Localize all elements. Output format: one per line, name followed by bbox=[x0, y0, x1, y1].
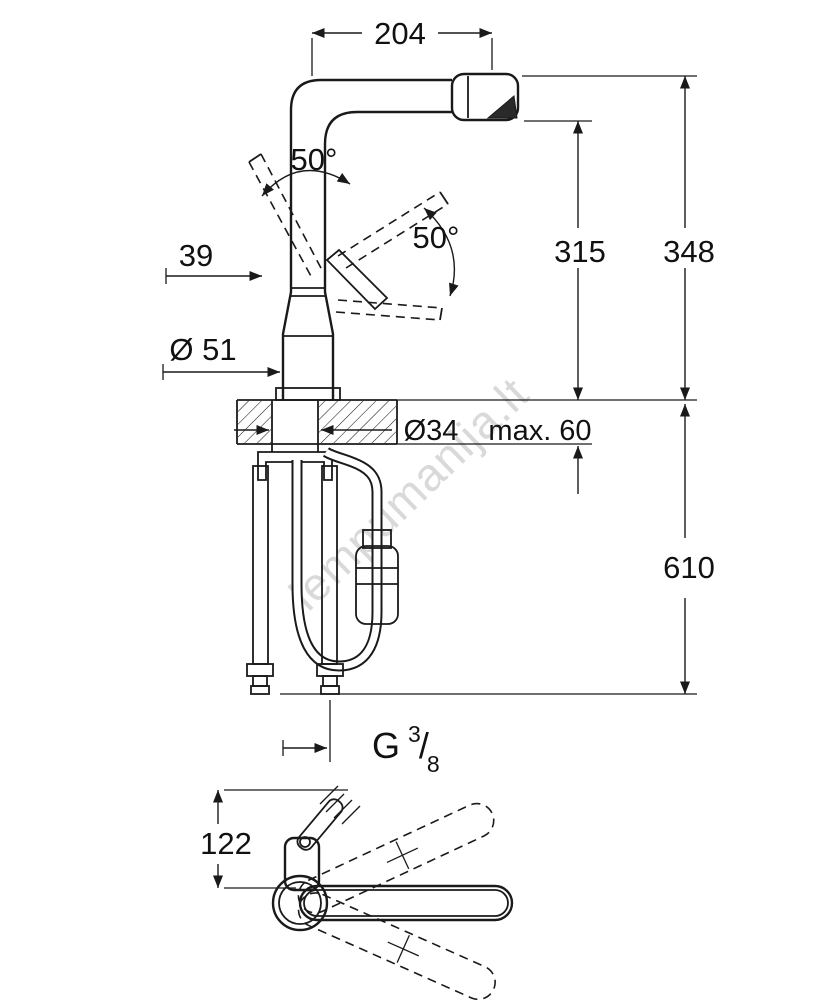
supply-connector-left bbox=[246, 663, 274, 695]
hose-assembly bbox=[246, 447, 399, 695]
angle-left-label: 50° bbox=[291, 142, 338, 177]
spray-nozzle bbox=[486, 95, 518, 119]
handle-lever-dashed-up-right bbox=[337, 191, 449, 269]
supply-hose-left bbox=[252, 465, 269, 665]
spray-head bbox=[450, 72, 520, 122]
dimension-labels: 204 50° 50° 39 315 348 Ø 51 Ø34 max. 60 … bbox=[169, 16, 714, 861]
base-flange bbox=[275, 387, 341, 401]
base-circle-outer bbox=[271, 874, 329, 932]
max-60-label: max. 60 bbox=[488, 415, 591, 447]
extension-lines bbox=[162, 38, 697, 889]
spout-dashed-down bbox=[297, 892, 496, 1000]
deck-hatch-left bbox=[238, 401, 271, 443]
handle-pivot-top-view bbox=[299, 836, 311, 848]
angle-arc-left bbox=[261, 169, 351, 197]
spout-dashed-up bbox=[297, 802, 495, 914]
deck-hatch-right bbox=[319, 401, 396, 443]
lever-sketch-marks bbox=[319, 785, 361, 825]
dim-204-label: 204 bbox=[374, 16, 426, 51]
countertop-section bbox=[236, 399, 398, 481]
dimension-lines bbox=[163, 28, 690, 888]
faucet-side-view bbox=[248, 72, 520, 401]
mounting-nut bbox=[257, 451, 333, 481]
angle-arc-right bbox=[423, 207, 459, 297]
handle-lever-top-view bbox=[296, 798, 344, 851]
handle-lever-dashed-down-right bbox=[335, 299, 443, 321]
base-circle-inner bbox=[278, 881, 322, 925]
handle-lever-solid bbox=[325, 248, 389, 311]
spout-top-view-inner bbox=[303, 889, 509, 917]
pullout-hose-inner bbox=[293, 448, 381, 670]
dim-39-label: 39 bbox=[179, 238, 213, 273]
dim-348-label: 348 bbox=[663, 234, 715, 269]
dia-51-label: Ø 51 bbox=[169, 332, 236, 367]
spout-top-view bbox=[298, 884, 514, 922]
faucet-outline-inner bbox=[323, 110, 452, 400]
dim-315-label: 315 bbox=[554, 234, 606, 269]
supply-connector-right bbox=[316, 663, 344, 695]
faucet-top-view bbox=[271, 785, 514, 1000]
dim-610-label: 610 bbox=[663, 550, 715, 585]
faucet-outline-outer bbox=[281, 78, 452, 400]
hose-weight bbox=[355, 545, 399, 625]
dia-34-label: Ø34 bbox=[404, 415, 459, 447]
angle-right-label: 50° bbox=[413, 220, 460, 255]
hose-weight-cap bbox=[362, 529, 392, 549]
dim-122-label: 122 bbox=[200, 826, 252, 861]
